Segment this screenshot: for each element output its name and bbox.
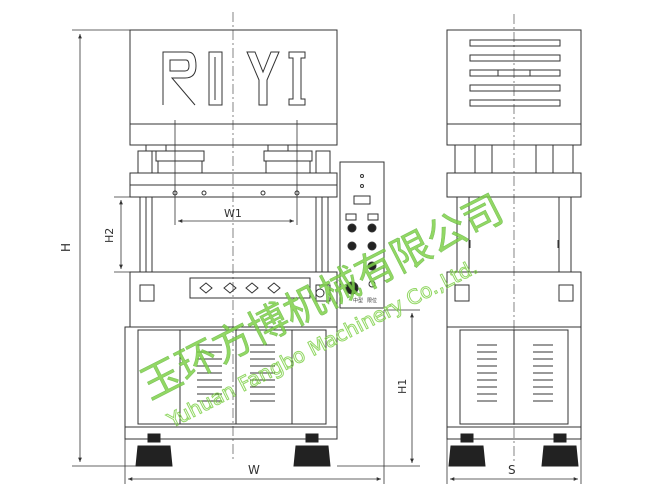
front-feet [135, 433, 331, 467]
dim-label-h: H [59, 243, 73, 252]
dimension-lines [72, 29, 582, 484]
panel-label-1: 中型 [353, 297, 363, 304]
front-view [124, 12, 338, 462]
dim-label-h1: H1 [396, 379, 409, 394]
vent-right [250, 344, 275, 402]
side-view [446, 14, 582, 462]
dim-label-s: S [508, 463, 516, 477]
dim-label-w1: W1 [224, 207, 242, 220]
dim-label-w: W [248, 463, 260, 477]
side-feet [448, 433, 579, 467]
top-block [129, 29, 338, 146]
upper-nuts [137, 144, 331, 174]
dim-label-h2: H2 [103, 228, 116, 243]
vent-left [197, 344, 222, 402]
riyi-logo [162, 51, 306, 106]
control-panel [339, 161, 385, 309]
panel-label-2: 限位 [367, 297, 377, 304]
